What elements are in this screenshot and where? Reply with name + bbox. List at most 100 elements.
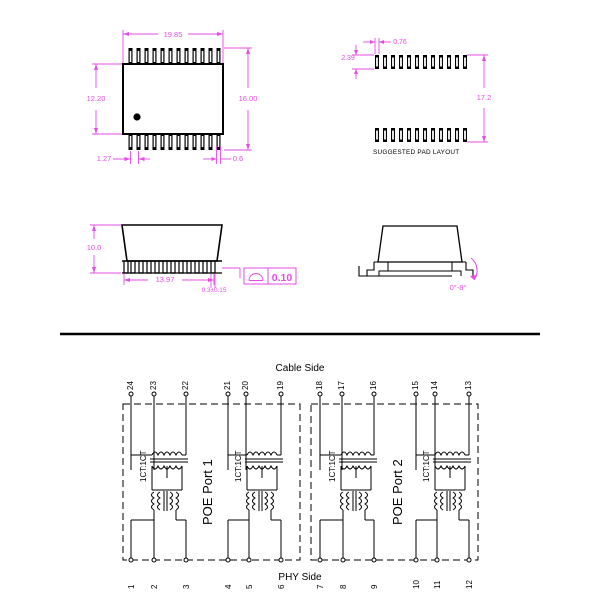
port-label-1: POE Port 1 [200, 459, 215, 525]
pin-1-marker-dot [133, 113, 141, 121]
dim-label-pad-height: 2.39 [341, 55, 355, 62]
dim-body-height [92, 63, 122, 135]
pad-row-bottom-slots [376, 130, 466, 140]
bottom-pin-label: 6 [277, 584, 286, 589]
top-pin-label: 21 [223, 381, 232, 390]
top-pin-label: 14 [430, 381, 439, 390]
transformer-group-3: 1CT:1CT [319, 450, 377, 558]
top-pin-label: 16 [369, 381, 378, 390]
side-view-body [377, 225, 463, 263]
package-body-outline [122, 63, 224, 135]
bottom-pin-label: 2 [150, 584, 159, 589]
bottom-pin-label: 9 [370, 584, 379, 589]
front-view-body [121, 224, 223, 262]
top-leads [128, 48, 221, 65]
bottom-pin-label: 5 [245, 584, 254, 589]
top-pin-label: 23 [149, 381, 158, 390]
schematic-diagram: Cable Side PHY Side 24 23 22 21 20 19 18… [122, 363, 479, 589]
transformer-group-2: 1CT:1CT [227, 450, 283, 558]
dim-lead-thickness [210, 274, 216, 288]
bottom-pin-label: 10 [412, 580, 421, 589]
top-pin-label: 13 [464, 381, 473, 390]
bottom-lead-slots [129, 136, 220, 147]
front-view-leads [123, 261, 216, 274]
top-pin-label: 20 [241, 381, 250, 390]
dim-label-lead-width: 0.6 [233, 154, 243, 163]
dim-label-front-width: 13.97 [156, 275, 175, 284]
top-pin-numbers: 24 23 22 21 20 19 18 17 16 15 14 13 [126, 381, 473, 390]
isolation-boundary-left [122, 403, 301, 561]
turns-ratio-label: 1CT:1CT [234, 450, 243, 482]
choke-winding-right [169, 491, 173, 511]
isolation-boundary-right [310, 403, 479, 561]
turns-ratio-label: 1CT:1CT [139, 450, 148, 482]
side-view-lead-left [358, 262, 375, 277]
top-pin-terminals [128, 391, 472, 397]
schematic-phy-side-label: PHY Side [278, 572, 322, 583]
dim-pad-span [467, 54, 488, 143]
dim-label-pad-span: 17.2 [477, 93, 492, 102]
top-lead-slots [129, 51, 220, 62]
package-front-view: 10.0 13.97 0.3±0.15 [87, 224, 297, 294]
bottom-pin-terminals [128, 557, 472, 563]
bottom-pin-label: 3 [182, 584, 191, 589]
dim-label-width-overall: 19.85 [164, 30, 183, 39]
bottom-pin-label: 7 [316, 584, 325, 589]
port-label-2: POE Port 2 [390, 459, 405, 525]
choke-winding-right [264, 491, 268, 511]
primary-winding [434, 451, 466, 457]
dim-label-pitch: 1.27 [97, 154, 112, 163]
tolerance-value: 0.10 [272, 272, 293, 284]
dim-front-height [90, 224, 121, 274]
profile-of-surface-icon [248, 273, 264, 281]
choke-winding-left [434, 491, 438, 511]
turns-ratio-label: 1CT:1CT [422, 450, 431, 482]
bottom-pin-label: 1 [127, 584, 136, 589]
pad-layout-caption: SUGGESTED PAD LAYOUT [373, 149, 459, 156]
primary-winding [340, 451, 372, 457]
bottom-pin-label: 8 [339, 584, 348, 589]
dim-label-pad-width: 0.76 [393, 39, 407, 46]
dim-pad-width [363, 38, 391, 54]
dim-pad-height [352, 45, 374, 79]
dim-width-overall [122, 30, 224, 63]
side-view-lead-right [465, 262, 474, 276]
top-pin-label: 24 [126, 381, 135, 390]
pad-row-top [375, 55, 467, 69]
bottom-pin-label: 11 [433, 580, 442, 589]
top-pin-wires [130, 396, 470, 470]
top-pin-label: 18 [315, 381, 324, 390]
transformer-group-1: 1CT:1CT [130, 450, 188, 558]
transformer-group-4: 1CT:1CT [415, 450, 471, 558]
feature-control-frame: 0.10 [243, 267, 297, 285]
turns-ratio-label: 1CT:1CT [328, 450, 337, 482]
package-side-view: 0°-8° [358, 225, 478, 292]
bottom-leads [128, 133, 221, 150]
suggested-pad-layout: 0.76 2.39 17.2 SUGGEST [341, 38, 491, 156]
dim-label-overall-height: 16.00 [239, 94, 258, 103]
dim-label-lead-thickness: 0.3±0.15 [202, 287, 227, 294]
choke-winding-left [340, 491, 344, 511]
dim-pitch [113, 151, 150, 164]
primary-winding [246, 451, 278, 457]
pad-row-bottom [375, 128, 467, 142]
lead-angle-arc [470, 257, 478, 281]
package-top-view: 19.85 12.20 16.00 [87, 30, 258, 164]
top-pin-label: 22 [181, 381, 190, 390]
schematic-cable-side-label: Cable Side [276, 363, 325, 374]
top-pin-label: 17 [337, 381, 346, 390]
dim-overall-height [224, 47, 252, 151]
dim-label-body-height: 12.20 [87, 94, 106, 103]
dim-label-front-height: 10.0 [87, 243, 102, 252]
choke-winding-right [452, 491, 456, 511]
bottom-pin-label: 12 [465, 580, 474, 589]
choke-winding-left [246, 491, 250, 511]
dim-lead-width [203, 146, 231, 164]
choke-winding-right [358, 491, 362, 511]
primary-winding [151, 451, 183, 457]
bottom-pin-numbers: 1 2 3 4 5 6 7 8 9 10 11 12 [127, 580, 474, 589]
bottom-pin-label: 4 [224, 584, 233, 589]
top-pin-label: 15 [411, 381, 420, 390]
